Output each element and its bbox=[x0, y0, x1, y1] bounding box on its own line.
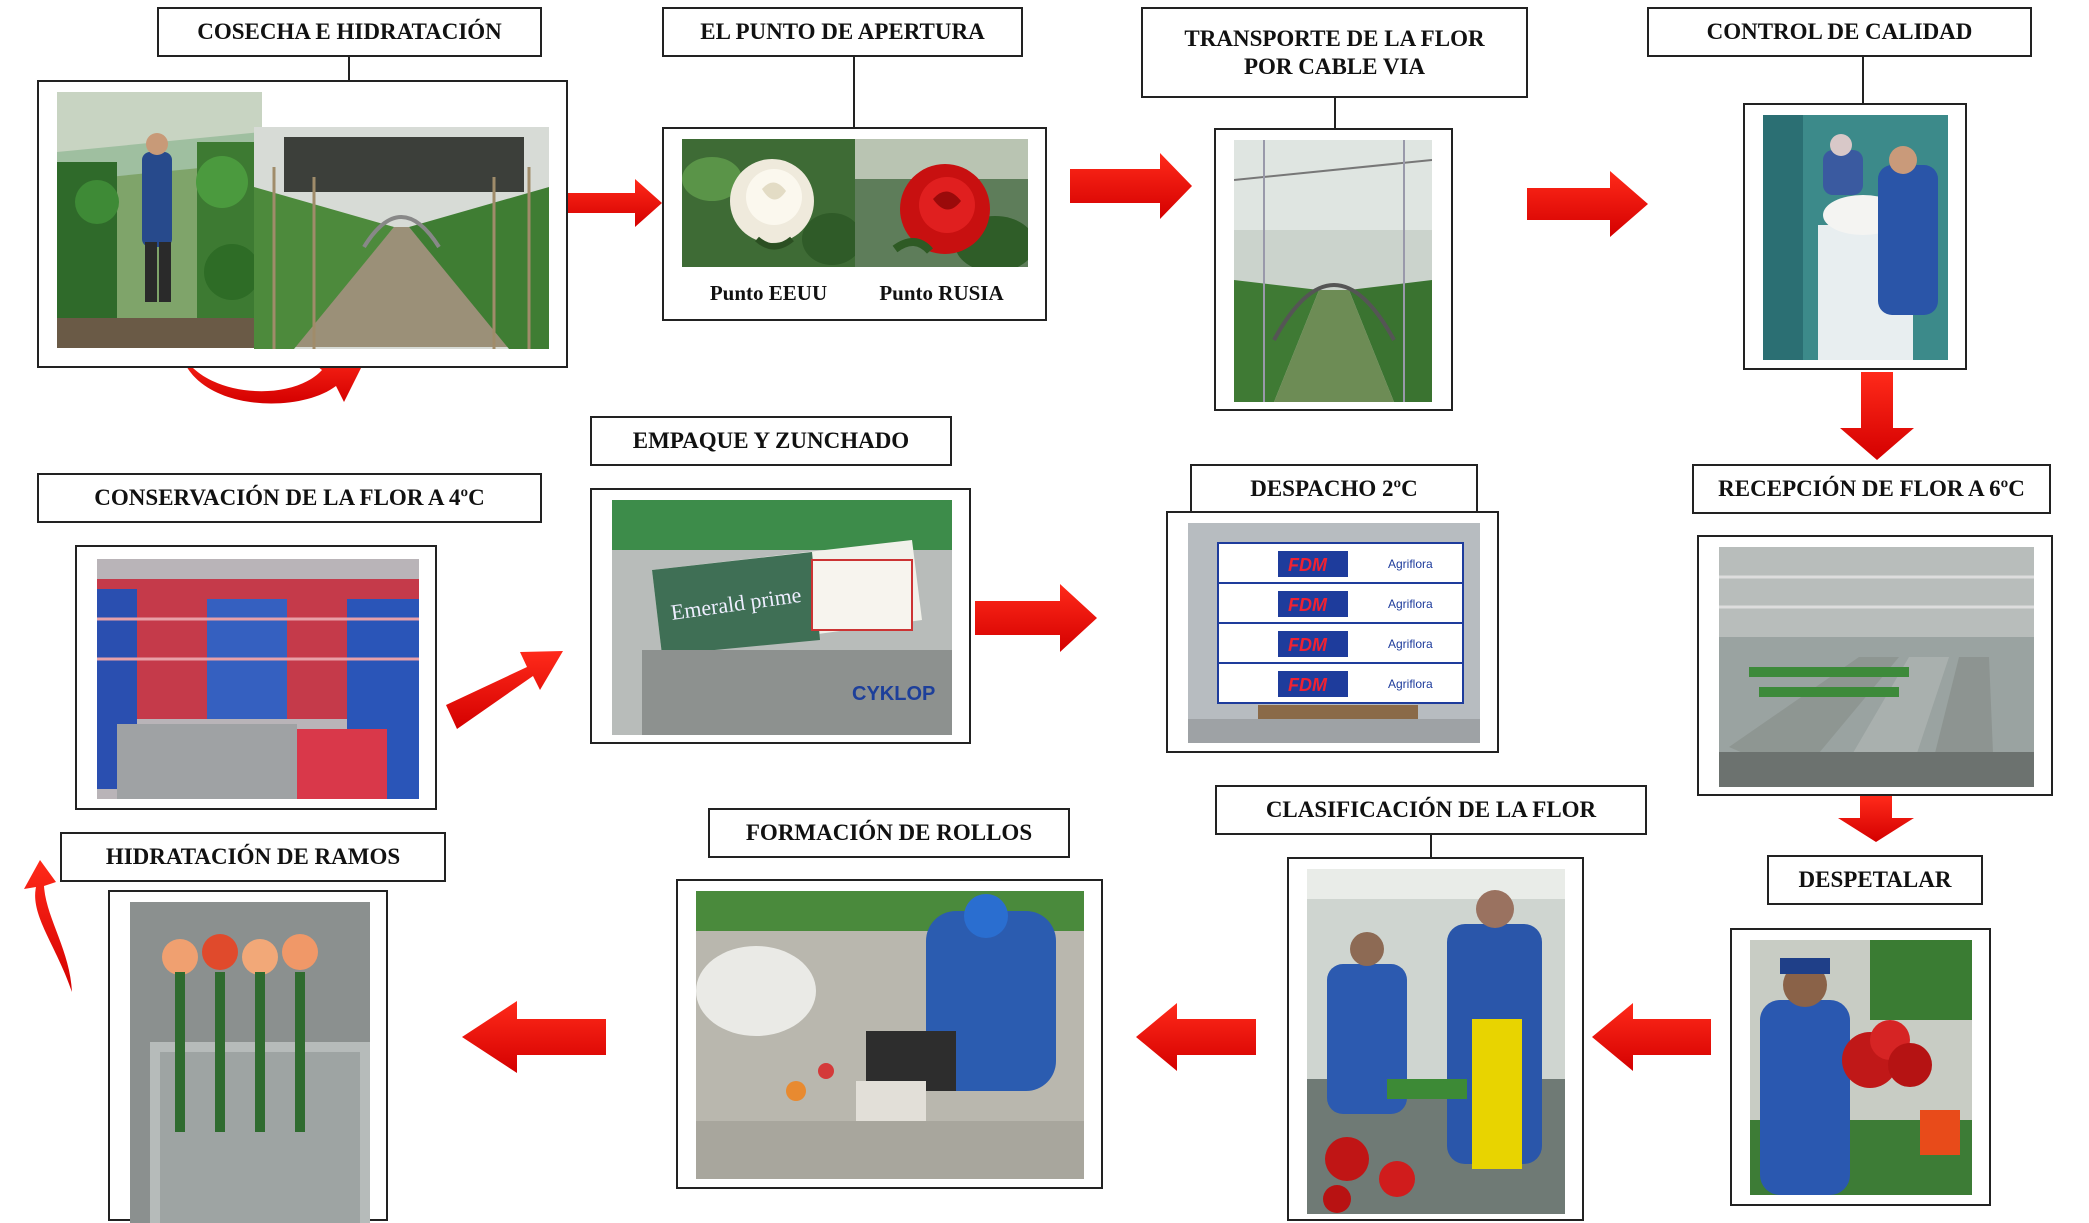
photo-frame-hidratacion-ramos bbox=[108, 890, 388, 1223]
step-label-conservacion: CONSERVACIÓN DE LA FLOR A 4ºC bbox=[37, 473, 542, 523]
box-supplier-2: Agriflora bbox=[1388, 597, 1433, 611]
photo-cosecha-greenhouse-worker bbox=[57, 92, 262, 348]
curved-arrow-hidratacion bbox=[24, 860, 72, 992]
photo-frame-empaque: Emerald prime CYKLOP bbox=[590, 488, 971, 744]
connector-apertura bbox=[853, 57, 855, 127]
box-brand-2: FDM bbox=[1288, 595, 1328, 615]
photo-frame-control bbox=[1743, 103, 1967, 370]
step-label-recepcion: RECEPCIÓN DE FLOR A 6ºC bbox=[1692, 464, 2051, 514]
step-label-clasificacion: CLASIFICACIÓN DE LA FLOR bbox=[1215, 785, 1647, 835]
photo-quality-control bbox=[1763, 115, 1948, 360]
photo-cable-way bbox=[1234, 140, 1432, 402]
step-label-rollos: FORMACIÓN DE ROLLOS bbox=[708, 808, 1070, 858]
box-supplier-3: Agriflora bbox=[1388, 637, 1433, 651]
caption-punto-rusia: Punto RUSIA bbox=[879, 281, 1004, 305]
arrow-apertura-to-transporte bbox=[1070, 153, 1192, 219]
photo-frame-apertura: Punto EEUU Punto RUSIA bbox=[662, 127, 1047, 321]
arrow-conservacion-to-empaque bbox=[446, 651, 563, 729]
photo-frame-recepcion bbox=[1697, 535, 2053, 796]
arrow-empaque-to-despacho bbox=[975, 584, 1097, 652]
photo-frame-transporte bbox=[1214, 128, 1453, 411]
arrow-clasificacion-to-rollos bbox=[1136, 1003, 1256, 1071]
photo-frame-conservacion bbox=[75, 545, 437, 810]
step-label-apertura: EL PUNTO DE APERTURA bbox=[662, 7, 1023, 57]
box-brand-4: FDM bbox=[1288, 675, 1328, 695]
connector-control bbox=[1862, 57, 1864, 103]
arrow-control-to-recepcion bbox=[1840, 372, 1914, 460]
photo-frame-despacho: FDM FDM FDM FDM Agriflora Agriflora Agri… bbox=[1166, 511, 1499, 753]
step-label-control: CONTROL DE CALIDAD bbox=[1647, 7, 2032, 57]
photo-red-rose bbox=[855, 139, 1028, 267]
photo-despetalar-worker bbox=[1750, 940, 1972, 1195]
arrow-rollos-to-hidratacion bbox=[462, 1001, 606, 1073]
arrow-recepcion-to-despetalar bbox=[1838, 796, 1914, 842]
stacked-boxes: FDM FDM FDM FDM Agriflora Agriflora Agri… bbox=[1217, 542, 1464, 704]
photo-despacho-boxes: FDM FDM FDM FDM Agriflora Agriflora Agri… bbox=[1188, 523, 1480, 743]
step-label-despacho: DESPACHO 2ºC bbox=[1190, 464, 1478, 514]
step-label-cosecha: COSECHA E HIDRATACIÓN bbox=[157, 7, 542, 57]
photo-rollos-worker bbox=[696, 891, 1084, 1179]
arrow-transporte-to-control bbox=[1527, 171, 1648, 237]
step-label-transporte: TRANSPORTE DE LA FLOR POR CABLE VIA bbox=[1141, 7, 1528, 98]
photo-frame-clasificacion bbox=[1287, 857, 1584, 1221]
caption-punto-eeuu: Punto EEUU bbox=[709, 281, 828, 305]
step-label-empaque: EMPAQUE Y ZUNCHADO bbox=[590, 416, 952, 466]
arrow-despetalar-to-clasificacion bbox=[1592, 1003, 1711, 1071]
connector-transporte bbox=[1334, 98, 1336, 128]
box-brand-3: FDM bbox=[1288, 635, 1328, 655]
arrow-cosecha-to-apertura bbox=[568, 179, 662, 227]
machine-brand-text: CYKLOP bbox=[852, 683, 935, 705]
photo-cosecha-shade-tunnel bbox=[254, 127, 549, 349]
connector-clasificacion bbox=[1430, 835, 1432, 857]
photo-cold-room-crates bbox=[97, 559, 419, 799]
photo-reception-hall bbox=[1719, 547, 2034, 787]
photo-frame-rollos bbox=[676, 879, 1103, 1189]
step-label-despetalar: DESPETALAR bbox=[1767, 855, 1983, 905]
connector-cosecha bbox=[348, 57, 350, 80]
box-brand-1: FDM bbox=[1288, 555, 1328, 575]
step-label-hidratacion-ramos: HIDRATACIÓN DE RAMOS bbox=[60, 832, 446, 882]
photo-empaque-box: Emerald prime CYKLOP bbox=[612, 500, 952, 735]
photo-white-rose bbox=[682, 139, 855, 267]
photo-clasificacion-workers bbox=[1307, 869, 1565, 1214]
box-supplier-4: Agriflora bbox=[1388, 677, 1433, 691]
photo-hidratacion-ramos bbox=[130, 902, 370, 1223]
photo-frame-despetalar bbox=[1730, 928, 1991, 1206]
box-supplier-1: Agriflora bbox=[1388, 557, 1433, 571]
photo-frame-cosecha bbox=[37, 80, 568, 368]
